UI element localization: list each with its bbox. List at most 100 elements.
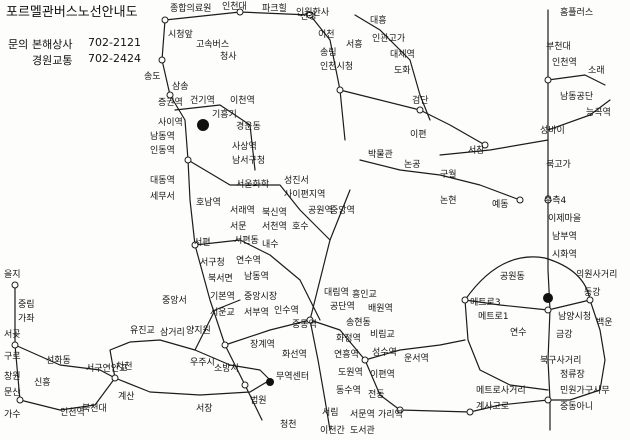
- station-label: 양지원: [186, 326, 211, 336]
- station-label: 남동역: [244, 272, 269, 282]
- route-line: [174, 104, 256, 171]
- station-label: 서창: [468, 146, 485, 156]
- station-label: 선경: [300, 12, 317, 22]
- station-label: 선화동: [46, 356, 71, 366]
- station-label: 공원동: [500, 272, 525, 282]
- station-label: 서운교: [210, 308, 235, 318]
- station-label: 중동아니: [560, 402, 594, 412]
- station-label: 대흥: [370, 16, 387, 26]
- station-marker: [336, 86, 344, 94]
- station-label: 논현: [440, 196, 457, 206]
- station-label: 서래역: [230, 206, 255, 216]
- station-label: 이편: [410, 130, 427, 140]
- station-label: 서문역: [350, 410, 375, 420]
- station-label: 서문: [230, 222, 247, 232]
- station-marker: [461, 296, 469, 304]
- station-label: 남부역: [552, 232, 577, 242]
- station-label: 구로: [4, 352, 21, 362]
- station-label: 삼송: [172, 82, 189, 92]
- station-marker: [161, 16, 169, 24]
- station-label: 연흥역: [334, 350, 359, 360]
- station-label: 서곶: [4, 330, 21, 340]
- station-label: 남양시청: [558, 312, 592, 322]
- station-label: 문산: [4, 388, 21, 398]
- station-label: 중앙서: [162, 296, 187, 306]
- station-label: 장계역: [250, 340, 275, 350]
- station-label: 청천: [280, 420, 297, 430]
- route-line: [547, 299, 606, 401]
- station-marker: [11, 341, 19, 349]
- route-line: [224, 319, 471, 413]
- route-line: [464, 299, 549, 391]
- office-phone-2: 702-2424: [88, 52, 141, 65]
- station-marker: [396, 406, 404, 414]
- station-marker: [544, 396, 552, 404]
- station-marker: [416, 106, 424, 114]
- station-label: 메트로사거리: [476, 386, 526, 396]
- station-marker: [191, 241, 199, 249]
- route-line: [194, 239, 321, 321]
- station-label: 서장: [196, 404, 213, 414]
- station-label: 이천: [318, 30, 335, 40]
- station-label: 무역센터: [276, 372, 310, 382]
- station-label: 남서구청: [232, 156, 266, 166]
- station-label: 의원사거리: [576, 270, 618, 280]
- route-line: [187, 159, 331, 241]
- station-label: 사상역: [232, 142, 257, 152]
- station-label: 차천: [116, 362, 133, 372]
- station-marker: [481, 141, 489, 149]
- station-label: 인수역: [274, 306, 299, 316]
- station-label: 서구청: [200, 258, 225, 268]
- station-label: 북서면: [208, 274, 233, 284]
- transfer-hub-marker: [197, 119, 209, 131]
- station-label: 서구연안교: [86, 364, 128, 374]
- station-label: 이천간: [320, 426, 345, 436]
- station-label: 북신역: [262, 208, 287, 218]
- station-label: 북천대: [82, 404, 107, 414]
- route-line: [164, 11, 346, 141]
- station-label: 인천대: [222, 2, 247, 12]
- station-label: 이제마을: [548, 214, 582, 224]
- station-label: 서림: [322, 408, 339, 418]
- station-label: 시화역: [552, 250, 577, 260]
- station-label: 서천역: [262, 222, 287, 232]
- station-label: 호수: [292, 222, 309, 232]
- office-name-2: 경원교통: [32, 54, 73, 67]
- route-line: [469, 399, 549, 413]
- route-line: [14, 284, 116, 411]
- station-label: 중림: [18, 300, 35, 310]
- station-label: 건기역: [190, 96, 215, 106]
- station-label: 비림교: [370, 330, 395, 340]
- contact-label: 문의: [8, 38, 29, 51]
- station-label: 서편동: [234, 236, 259, 246]
- station-label: 성진서: [284, 176, 309, 186]
- station-label: 가좌: [18, 314, 35, 324]
- station-label: 대체역: [390, 50, 415, 60]
- station-label: 가리역: [378, 410, 403, 420]
- route-line: [309, 189, 351, 321]
- station-marker: [516, 196, 524, 204]
- route-line: [547, 74, 606, 86]
- station-label: 전동: [368, 390, 385, 400]
- station-label: 청사: [220, 52, 237, 62]
- station-marker: [544, 306, 552, 314]
- station-label: 소방서: [214, 364, 239, 374]
- station-label: 중동역: [292, 320, 317, 330]
- station-marker: [306, 11, 314, 19]
- station-label: 종합의료원: [170, 4, 212, 14]
- station-label: 민원가구사무: [560, 386, 610, 396]
- station-label: 연수: [510, 328, 527, 338]
- station-label: 백운: [596, 318, 613, 328]
- route-line: [14, 344, 116, 379]
- office-phone-1: 702-2121: [88, 36, 141, 49]
- station-label: 가수: [4, 410, 21, 420]
- station-label: 계산: [118, 392, 135, 402]
- station-label: 을지: [4, 270, 21, 280]
- station-label: 기흥기: [212, 110, 237, 120]
- station-label: 계사고로: [476, 402, 510, 412]
- station-label: 공단역: [330, 302, 355, 312]
- station-label: 신흥: [34, 378, 51, 388]
- station-label: 정류장: [560, 370, 585, 380]
- station-label: 흥인교: [352, 290, 377, 300]
